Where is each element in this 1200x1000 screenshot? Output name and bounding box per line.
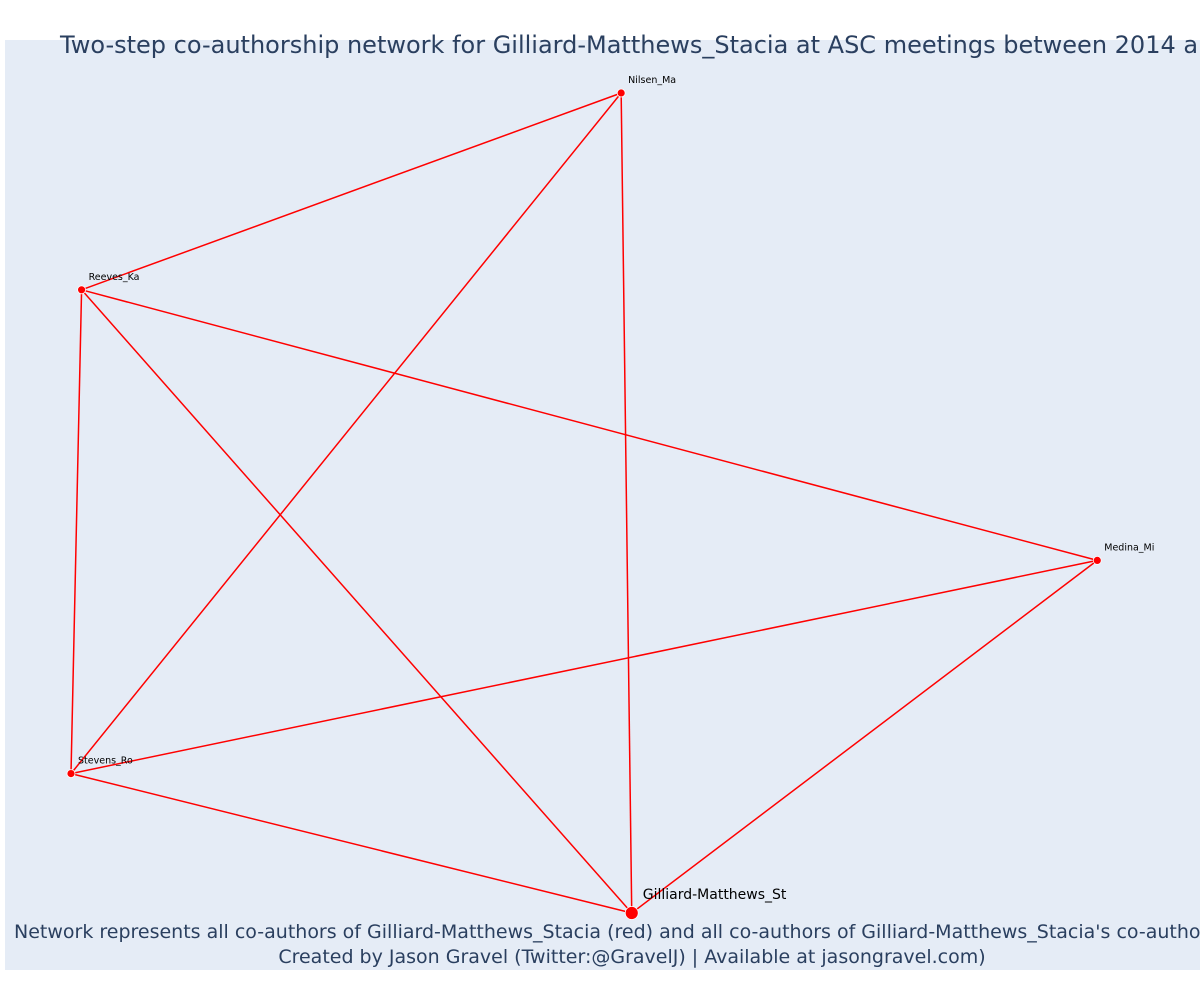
edge-Reeves_Ka-Medina_Mi [81, 289, 1098, 562]
node-label-Medina_Mi: Medina_Mi [1104, 542, 1154, 553]
edge-Stevens_Ro-Gilliard-Matthews_St [70, 772, 632, 914]
edge-Medina_Mi-Stevens_Ro [70, 559, 1098, 775]
edge-Medina_Mi-Gilliard-Matthews_St [631, 559, 1098, 914]
node-label-Nilsen_Ma: Nilsen_Ma [628, 75, 676, 86]
edge-Reeves_Ka-Gilliard-Matthews_St [81, 289, 633, 914]
node-Reeves_Ka[interactable] [77, 285, 86, 295]
node-label-Reeves_Ka: Reeves_Ka [89, 272, 140, 283]
edge-Nilsen_Ma-Reeves_Ka [81, 92, 622, 291]
node-label-Stevens_Ro: Stevens_Ro [78, 756, 133, 767]
caption-line-1: Network represents all co-authors of Gil… [14, 921, 1200, 943]
node-Gilliard-Matthews_St[interactable] [624, 906, 639, 920]
edge-Nilsen_Ma-Stevens_Ro [70, 92, 622, 775]
node-layer [66, 88, 1102, 920]
node-Stevens_Ro[interactable] [66, 769, 76, 778]
node-Nilsen_Ma[interactable] [616, 88, 626, 98]
node-label-layer: Gilliard-Matthews_St Nilsen_MaReeves_KaMe… [78, 75, 1154, 903]
node-label-Gilliard-Matthews_St: Gilliard-Matthews_St [643, 887, 787, 903]
edge-Nilsen_Ma-Gilliard-Matthews_St [620, 92, 633, 914]
edge-layer [70, 92, 1098, 914]
caption-line-2: Created by Jason Gravel (Twitter:@Gravel… [278, 946, 985, 968]
plot-background [5, 40, 1200, 970]
chart-title: Two-step co-authorship network for Gilli… [59, 31, 1200, 59]
node-Medina_Mi[interactable] [1092, 556, 1102, 565]
edge-Reeves_Ka-Stevens_Ro [70, 289, 83, 774]
